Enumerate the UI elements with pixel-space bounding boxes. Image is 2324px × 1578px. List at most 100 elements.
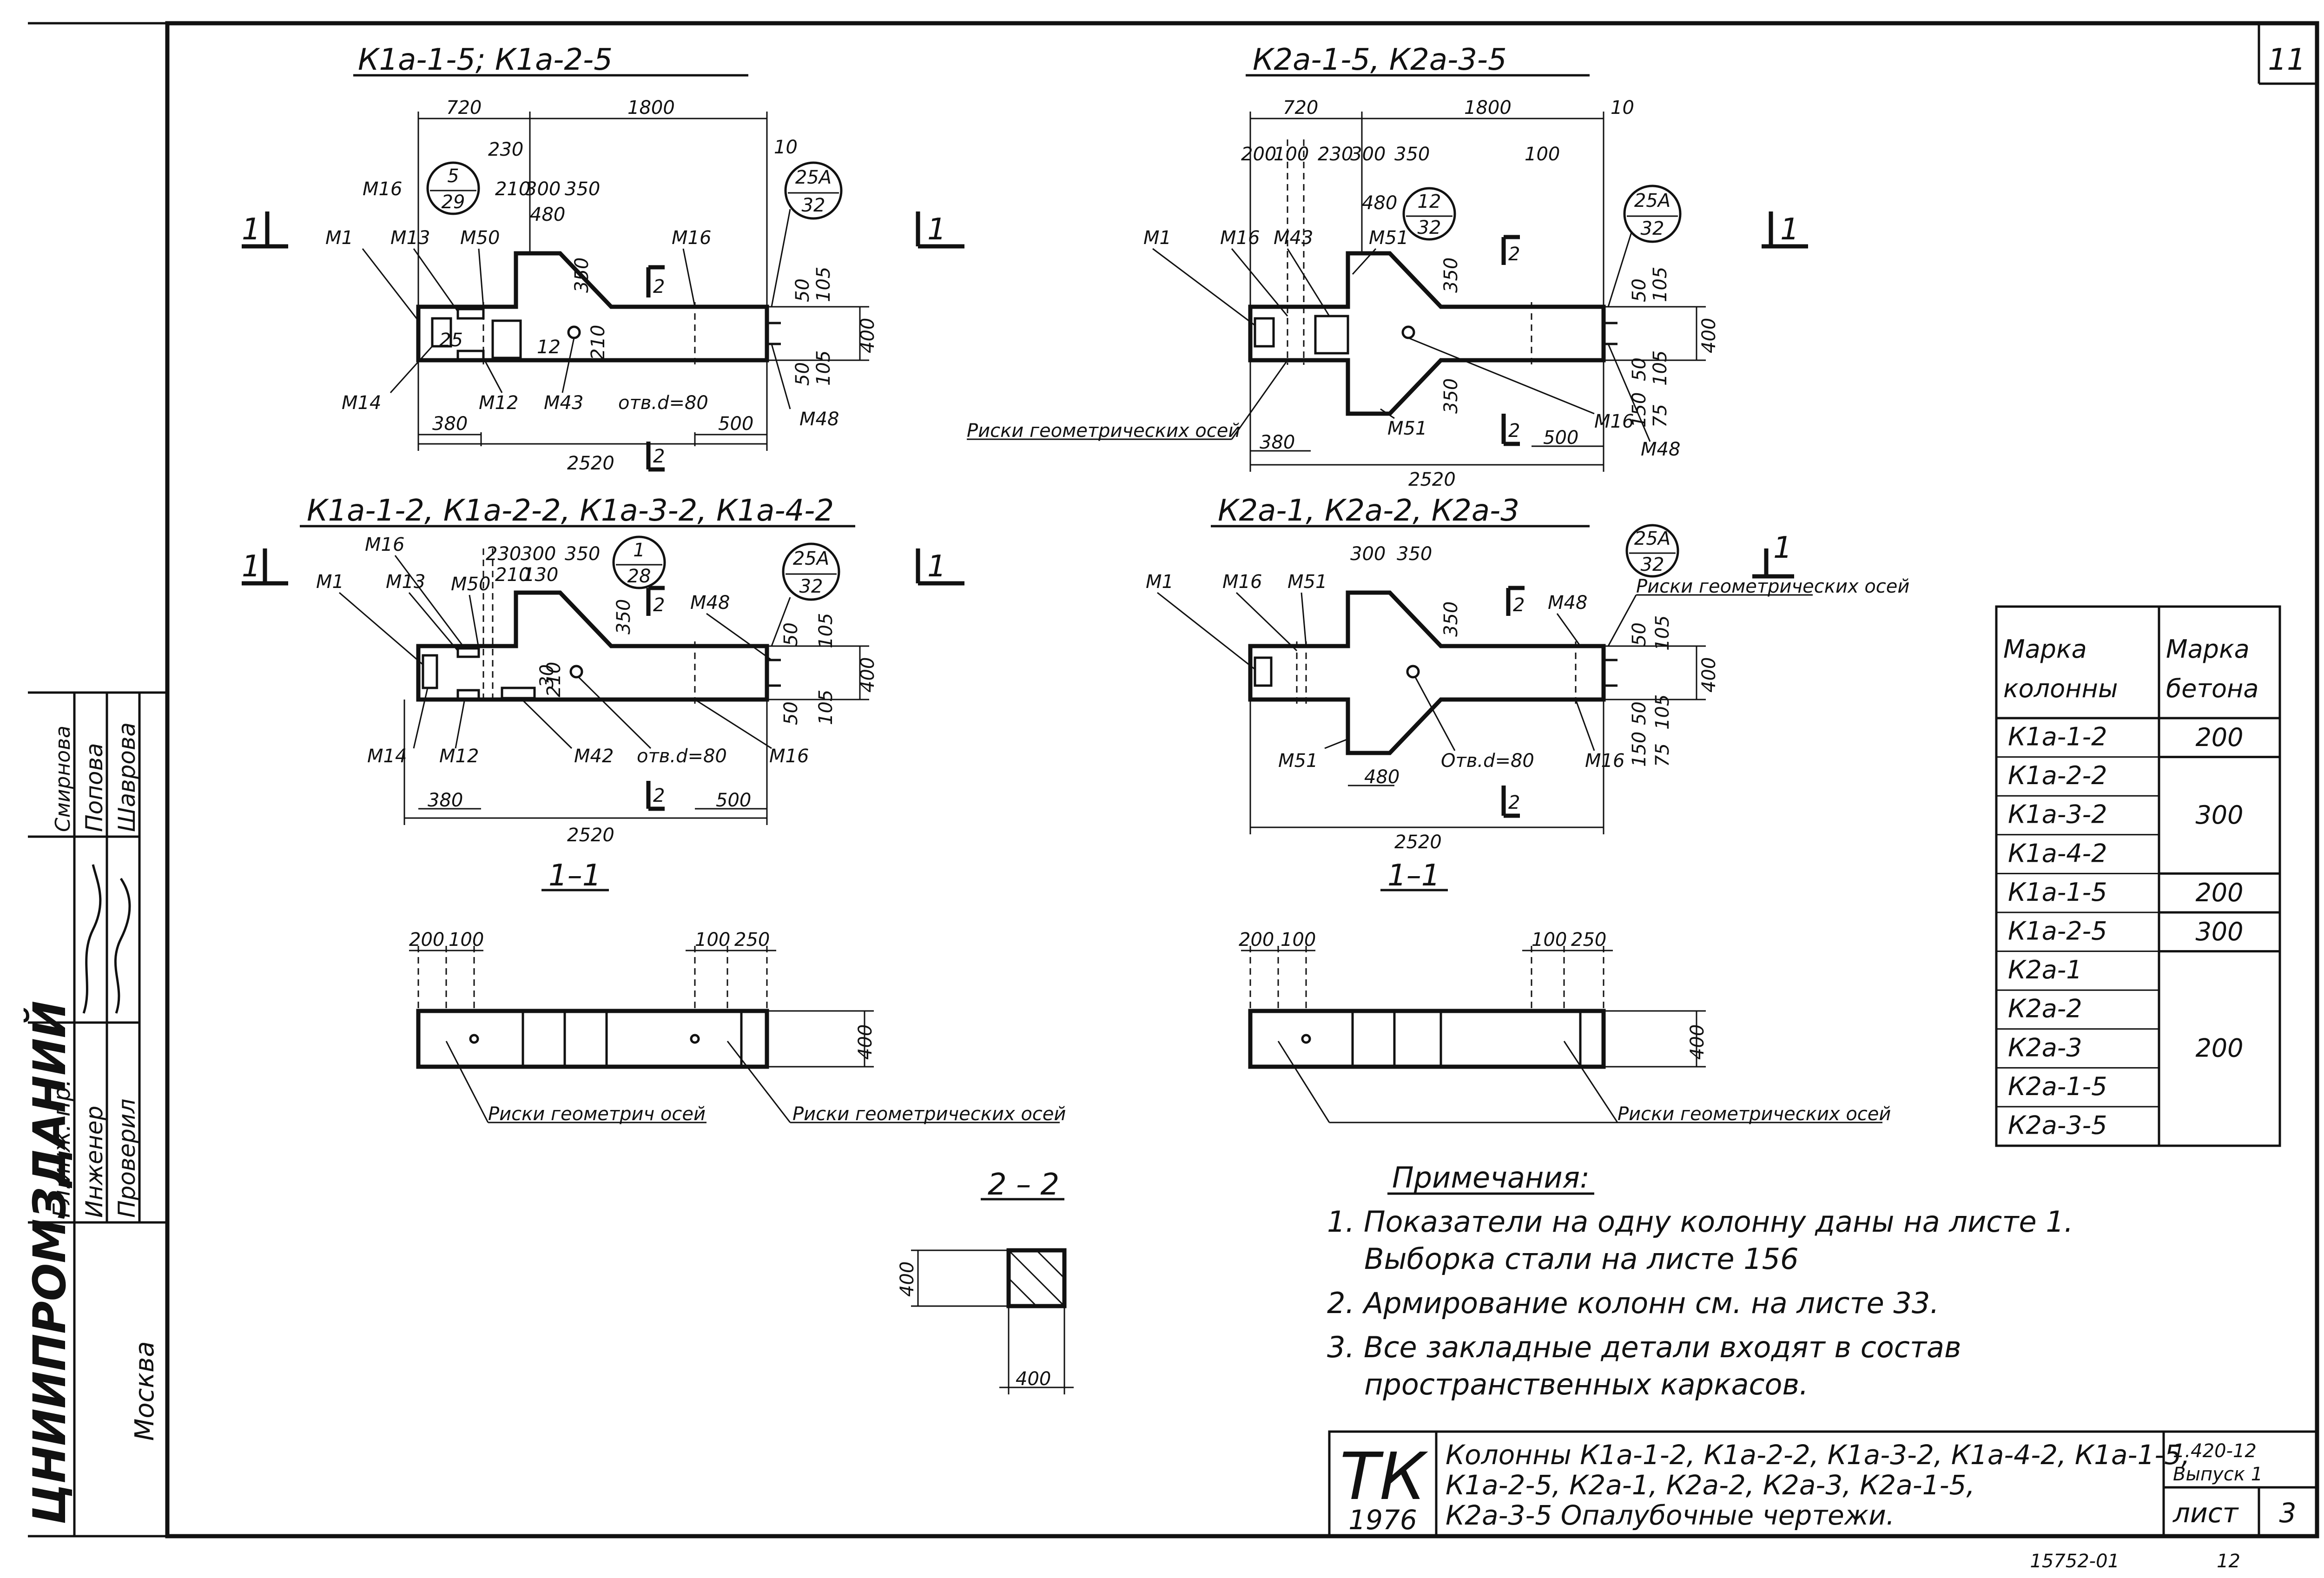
v2-dim-1800: 1800 <box>1464 97 1512 119</box>
v1-bubble-25a-32: 25А 32 <box>784 161 843 220</box>
side-city: Москва <box>130 1341 160 1441</box>
svg-text:2: 2 <box>653 785 665 806</box>
s1a-dim-200: 200 <box>409 929 444 951</box>
s1b-dim-400: 400 <box>1687 1024 1708 1060</box>
side-name-1: Попова <box>81 743 108 832</box>
svg-text:32: 32 <box>1641 554 1664 575</box>
v2-dim-2520: 2520 <box>1408 469 1456 490</box>
v3-mark-m16b: М16 <box>769 746 809 767</box>
v3-mark-m16: М16 <box>365 534 404 555</box>
side-name-2: Шаврова <box>113 722 140 832</box>
v2-dim-350a: 350 <box>1440 257 1462 293</box>
v1-dim-2520: 2520 <box>567 453 614 474</box>
svg-text:1: 1 <box>1780 212 1799 247</box>
v1-dim-10: 10 <box>774 137 798 158</box>
tb-year: 1976 <box>1348 1504 1417 1536</box>
v1-dim-50: 50 <box>792 278 813 302</box>
v1-dim-350: 350 <box>565 178 600 200</box>
v4-dim-50: 50 <box>1629 622 1650 646</box>
s1b-note-1: Риски геометрических осей <box>1618 1103 1891 1125</box>
tbl-h2b: бетона <box>2166 674 2258 703</box>
s1a-beam <box>416 1009 769 1069</box>
v1-dim-230: 230 <box>488 139 523 160</box>
svg-text:25А: 25А <box>795 167 832 188</box>
table-row-mark: К1а-1-2 <box>2008 722 2107 752</box>
v1-mark-m48: М48 <box>799 409 839 430</box>
v3-dim-380: 380 <box>428 790 463 811</box>
s1b-title: 1–1 <box>1387 858 1440 893</box>
side-extra: Смирнова <box>51 726 75 832</box>
v1-dim-210b: 210 <box>588 325 609 360</box>
svg-text:2: 2 <box>653 276 665 297</box>
s1a-title: 1–1 <box>548 858 601 893</box>
svg-text:2: 2 <box>1508 420 1520 442</box>
v2-bubble-12-32: 12 32 <box>1402 187 1456 241</box>
v1-mark-m12: М12 <box>479 392 518 414</box>
view2-title: К2а-1-5, К2а-3-5 <box>1253 43 1507 77</box>
bottom-page: 12 <box>2217 1551 2240 1572</box>
v2-dim-105b: 105 <box>1650 350 1671 386</box>
v3-bubble-1-28: 1 28 <box>612 535 666 589</box>
v4-mark-hole: Отв.d=80 <box>1441 750 1534 772</box>
v2-mark-m48: М48 <box>1641 439 1680 460</box>
s1b-dim-100b: 100 <box>1532 929 1567 951</box>
table-row-mark: К1а-2-5 <box>2008 917 2107 946</box>
v1-dim-1800: 1800 <box>627 97 675 119</box>
v2-mark-m16b: М16 <box>1594 411 1634 432</box>
v3-dim-50: 50 <box>780 622 802 646</box>
section-2-2: 2 – 2 400 400 <box>897 1168 1074 1394</box>
v4-section-marks: 1 2 2 <box>1501 531 1794 818</box>
svg-text:28: 28 <box>627 566 651 587</box>
v1-dim-12: 12 <box>537 337 561 358</box>
v3-dim-350b: 350 <box>613 599 634 634</box>
v3-mark-m48: М48 <box>690 592 730 614</box>
v1-dim-380: 380 <box>432 413 468 435</box>
v3-mark-m14: М14 <box>367 746 407 767</box>
svg-text:5: 5 <box>447 165 459 187</box>
notes-block: Примечания: 1. Показатели на одну колонн… <box>1327 1161 2073 1401</box>
svg-text:2: 2 <box>1508 244 1520 265</box>
svg-text:2: 2 <box>1508 792 1520 813</box>
v4-dim-300: 300 <box>1350 543 1386 565</box>
s1a-dim-100b: 100 <box>695 929 730 951</box>
v4-dim-50b: 50 <box>1629 701 1650 725</box>
v2-dim-200: 200 <box>1241 144 1276 165</box>
v1-dim-400: 400 <box>857 318 878 353</box>
table-row-mark: К2а-2 <box>2008 994 2082 1023</box>
v2-axis-note: Риски геометрических осей <box>967 420 1240 442</box>
v2-mark-m1: М1 <box>1143 227 1171 249</box>
v4-bubble-25a-32: 25А 32 <box>1625 524 1679 578</box>
v2-mark-m51: М51 <box>1369 227 1408 249</box>
sheet-frame: 11 15752-01 12 <box>28 21 2319 1572</box>
table-grade-value: 300 <box>2195 917 2243 946</box>
view-k1a-1-2: К1а-1-2, К1а-2-2, К1а-3-2, К1а-4-2 230 3… <box>242 494 964 846</box>
v1-mark-m14: М14 <box>342 392 381 414</box>
tb-issue: Выпуск 1 <box>2173 1464 2263 1485</box>
v2-dim-75: 75 <box>1650 404 1671 428</box>
v1-mark-m50: М50 <box>460 227 500 249</box>
s1b-dim-100: 100 <box>1281 929 1316 951</box>
v2-dim-500: 500 <box>1543 427 1578 449</box>
tb-logo: ТК <box>1340 1439 1429 1515</box>
section-1-1-right: 1–1 200 100 100 250 400 Риски геометриче… <box>1239 858 1891 1125</box>
v1-mark-m13: М13 <box>390 227 430 249</box>
table-row-mark: К2а-1-5 <box>2008 1072 2107 1101</box>
tb-sheet-label: лист <box>2172 1497 2239 1529</box>
svg-text:25А: 25А <box>793 548 829 569</box>
svg-text:1: 1 <box>633 540 645 561</box>
v4-dim-400: 400 <box>1698 657 1720 693</box>
v4-mark-m51: М51 <box>1287 571 1327 593</box>
v1-bubble-5-29: 5 29 <box>426 161 480 215</box>
v3-dim-350: 350 <box>565 543 600 565</box>
v2-dim-300: 300 <box>1350 144 1386 165</box>
v1-dim-105b: 105 <box>813 350 834 386</box>
v3-mark-m12: М12 <box>439 746 479 767</box>
v3-mark-m42: М42 <box>574 746 614 767</box>
v3-dim-400: 400 <box>857 657 878 693</box>
signature-1 <box>82 864 102 1014</box>
v1-mark-m16: М16 <box>363 178 402 200</box>
note-3b: пространственных каркасов. <box>1364 1367 1809 1401</box>
tb-desc-3: К2а-3-5 Опалубочные чертежи. <box>1446 1499 1895 1531</box>
v2-mark-m43: М43 <box>1274 227 1313 249</box>
v2-dim-100: 100 <box>1274 144 1309 165</box>
